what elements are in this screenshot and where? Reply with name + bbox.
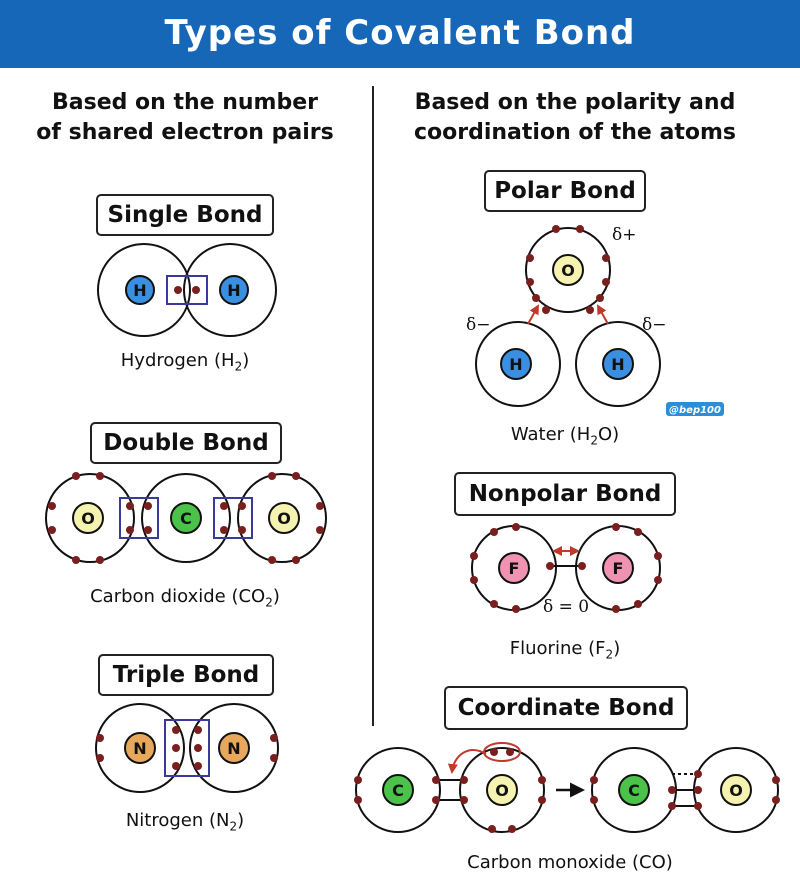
delta-minus-left: δ−	[466, 315, 490, 335]
double-bond-label: Double Bond	[90, 422, 282, 464]
hydrogen-shell-left	[475, 321, 561, 407]
carbon-symbol: C	[392, 781, 404, 800]
oxygen-shell-left	[45, 473, 135, 563]
oxygen-atom	[720, 774, 752, 806]
oxygen-symbol-left: O	[81, 509, 95, 528]
oxygen-symbol-right: O	[277, 509, 291, 528]
lone-pair-highlight	[483, 742, 521, 762]
fluorine-symbol-right: F	[613, 559, 624, 578]
oxygen-atom	[552, 254, 584, 286]
title-banner	[0, 0, 800, 68]
carbon-monoxide-after: C O	[590, 747, 780, 833]
hydrogen-molecule: H H	[97, 243, 277, 337]
nitrogen-atom-right	[218, 732, 250, 764]
electron	[192, 286, 200, 294]
water-caption: Water (H2O)	[510, 424, 620, 448]
column-divider	[372, 86, 374, 726]
donation-arrow	[447, 749, 487, 774]
left-heading-line2: of shared electron pairs	[36, 120, 334, 145]
carbon-shell	[141, 473, 231, 563]
carbon-monoxide-caption: Carbon monoxide (CO)	[467, 852, 673, 873]
oxygen-shell	[459, 747, 545, 833]
electron	[174, 286, 182, 294]
oxygen-atom-right	[268, 502, 300, 534]
right-heading-line1: Based on the polarity and	[414, 90, 736, 115]
coordinate-bond-label: Coordinate Bond	[444, 686, 688, 730]
fluorine-atom-left	[498, 552, 530, 584]
left-heading-line1: Based on the number	[52, 90, 318, 115]
hydrogen-shell-right	[575, 321, 661, 407]
nitrogen-symbol-right: N	[227, 739, 240, 758]
oxygen-symbol: O	[561, 261, 575, 280]
oxygen-atom-left	[72, 502, 104, 534]
carbon-dioxide-molecule: O C O	[45, 472, 327, 564]
oxygen-symbol: O	[495, 781, 509, 800]
polar-arrow-right	[597, 304, 609, 325]
nitrogen-symbol-left: N	[133, 739, 146, 758]
hydrogen-symbol-left: H	[509, 355, 522, 374]
hydrogen-shell-left	[97, 243, 191, 337]
water-molecule: O H H δ+ δ− δ− @bep100	[466, 225, 724, 416]
carbon-symbol: C	[180, 509, 192, 528]
hydrogen-atom-left	[125, 275, 155, 305]
nitrogen-caption: Nitrogen (N2)	[125, 810, 245, 834]
polar-bond-label: Polar Bond	[484, 170, 646, 212]
oxygen-symbol: O	[729, 781, 743, 800]
hydrogen-symbol-right: H	[227, 281, 240, 300]
shared-pairs-box-right	[213, 497, 253, 539]
hydrogen-shell-right	[183, 243, 277, 337]
electrons	[48, 472, 324, 564]
carbon-dioxide-caption: Carbon dioxide (CO2)	[90, 586, 280, 610]
carbon-shell	[355, 747, 441, 833]
delta-minus-right: δ−	[642, 315, 666, 335]
oxygen-atom	[486, 774, 518, 806]
oxygen-shell	[525, 227, 611, 313]
fluorine-atom-right	[602, 552, 634, 584]
nitrogen-atom-left	[124, 732, 156, 764]
nitrogen-shell-left	[95, 703, 185, 793]
hydrogen-caption: Hydrogen (H2)	[120, 350, 250, 374]
carbon-atom	[382, 774, 414, 806]
single-bond-label: Single Bond	[96, 194, 274, 236]
delta-zero-label: δ = 0	[543, 597, 589, 617]
nitrogen-molecule: N N	[95, 703, 279, 793]
hydrogen-symbol-right: H	[611, 355, 624, 374]
electrons	[354, 748, 546, 833]
oxygen-shell-right	[237, 473, 327, 563]
shared-pairs-box	[164, 719, 210, 777]
shared-pair-box	[166, 275, 208, 305]
shared-pairs-box-left	[119, 497, 159, 539]
left-column-heading: Based on the number of shared electron p…	[10, 88, 360, 148]
hydrogen-atom-left	[500, 348, 532, 380]
carbon-atom	[618, 774, 650, 806]
nonpolar-bond-label: Nonpolar Bond	[454, 472, 676, 516]
carbon-atom	[170, 502, 202, 534]
watermark-text: @bep100	[669, 405, 721, 416]
delta-plus-label: δ+	[612, 225, 636, 245]
hydrogen-atom-right	[219, 275, 249, 305]
fluorine-molecule: F F δ = 0	[470, 523, 662, 617]
electrons	[470, 523, 662, 613]
right-heading-line2: coordination of the atoms	[413, 120, 736, 145]
electrons	[96, 726, 278, 770]
carbon-symbol: C	[628, 781, 640, 800]
triple-bond-label: Triple Bond	[98, 654, 274, 696]
electrons	[590, 770, 780, 810]
carbon-monoxide-before: C O	[354, 742, 546, 833]
polar-arrow-left	[527, 304, 539, 325]
electrons	[526, 225, 610, 314]
right-column-heading: Based on the polarity and coordination o…	[390, 88, 760, 148]
fluorine-symbol-left: F	[509, 559, 520, 578]
watermark-badge	[666, 402, 724, 416]
hydrogen-symbol-left: H	[133, 281, 146, 300]
page-title: Types of Covalent Bond	[164, 13, 636, 53]
fluorine-caption: Fluorine (F2)	[509, 638, 621, 662]
hydrogen-atom-right	[602, 348, 634, 380]
nitrogen-shell-right	[189, 703, 279, 793]
